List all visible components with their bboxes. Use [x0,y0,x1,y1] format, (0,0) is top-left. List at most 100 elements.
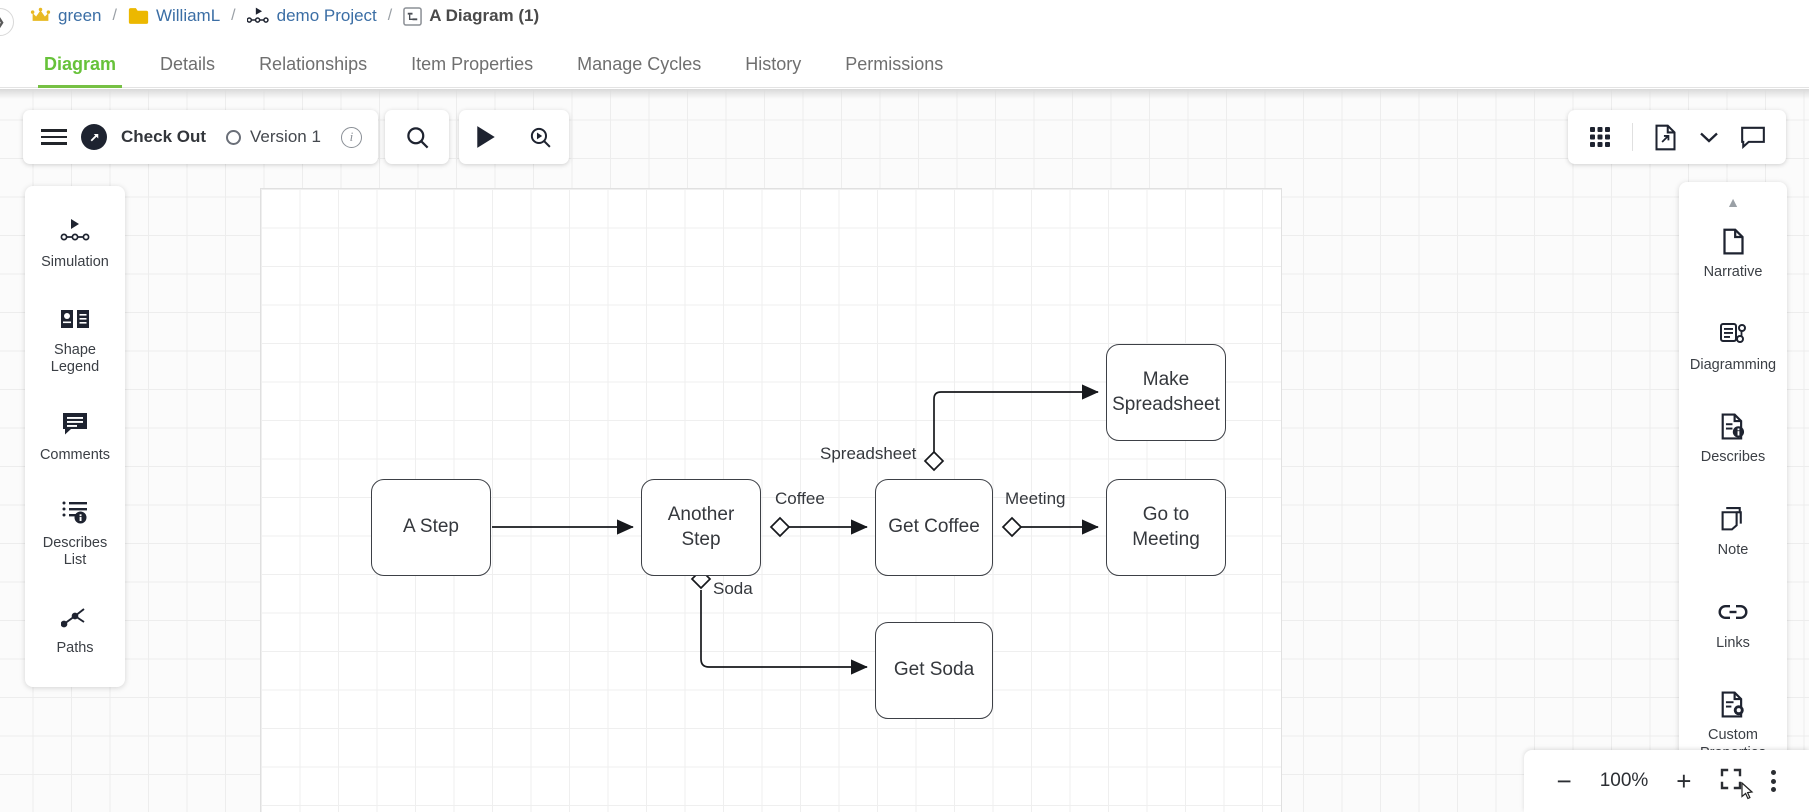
diagram-node-another-step[interactable]: Another Step [641,479,761,576]
version-label: Version 1 [250,127,321,146]
comment-bubble-icon[interactable] [1740,125,1766,149]
diagram-canvas[interactable]: A Step Another Step Get Coffee Make Spre… [0,89,1809,812]
checkout-arrow-icon[interactable] [81,124,107,150]
triangle-up-icon[interactable]: ▲ [1726,194,1740,210]
diagram-node-make-spreadsheet[interactable]: Make Spreadsheet [1106,344,1226,441]
panel-item-label: Narrative [1703,264,1763,280]
mouse-cursor-icon [1741,781,1754,804]
breadcrumb-label: green [58,6,102,25]
panel-item-diagramming[interactable]: Diagramming [1683,311,1783,384]
panel-item-comments[interactable]: Comments [31,401,119,474]
breadcrumb-separator: / [387,7,393,24]
panel-item-links[interactable]: Links [1683,589,1783,662]
breadcrumb: ❯ green / WilliamL / [0,0,539,36]
tab-relationships[interactable]: Relationships [259,54,368,74]
fit-screen-icon[interactable] [1719,767,1743,795]
project-flow-icon [246,7,270,26]
panel-item-label: Diagramming [1689,356,1777,373]
node-label: Go to Meeting [1132,504,1200,550]
sidebar-collapse-handle[interactable]: ❯ [0,8,14,36]
edge-label-soda[interactable]: Soda [713,579,753,598]
kebab-menu-icon[interactable] [1771,770,1777,792]
describes-list-icon [61,498,89,526]
tab-history[interactable]: History [745,54,802,74]
panel-item-label: Comments [39,447,111,464]
node-label: A Step [403,516,459,538]
folder-icon [128,7,149,25]
edge-label-spreadsheet[interactable]: Spreadsheet [820,444,917,463]
check-out-button[interactable]: Check Out [121,127,207,146]
breadcrumb-label: demo Project [276,6,377,25]
crown-icon [30,6,51,27]
right-tool-panel: ▲ Narrative Diagramming [1679,182,1787,812]
panel-item-label: Paths [56,640,94,657]
canvas-top-shadow [0,89,1809,99]
panel-item-note[interactable]: Note [1683,496,1783,569]
play-in-circle-icon[interactable] [528,125,553,150]
chevron-down-icon[interactable] [1698,130,1720,144]
left-tool-panel: Simulation Shape Legend [25,186,125,687]
breadcrumb-label: A Diagram (1) [429,6,540,25]
diagram-connectors [492,384,1099,675]
paths-share-icon [61,603,89,631]
tab-manage-cycles[interactable]: Manage Cycles [577,54,702,74]
zoom-out-button[interactable]: − [1556,766,1572,796]
breadcrumb-item-williaml[interactable]: WilliamL [128,6,220,26]
info-icon[interactable]: i [340,126,362,148]
panel-item-label: Links [1716,634,1750,651]
zoom-control-bar: − 100% + [1524,750,1809,812]
panel-item-shape-legend[interactable]: Shape Legend [31,296,119,386]
simulation-toolbar [459,110,569,164]
diagram-node-a-step[interactable]: A Step [371,479,491,576]
node-label: Make Spreadsheet [1112,369,1220,415]
tab-details[interactable]: Details [160,54,216,74]
hamburger-menu-icon[interactable] [41,129,67,145]
node-label: Another Step [667,504,735,550]
play-icon[interactable] [475,125,497,149]
document-export-icon[interactable] [1653,124,1678,151]
breadcrumb-separator: / [231,7,236,24]
breadcrumb-label: WilliamL [155,6,221,25]
node-label: Get Coffee [888,516,980,538]
panel-item-label: Describes [1700,449,1766,466]
toolbar-divider [1632,123,1633,151]
zoom-level-label[interactable]: 100% [1599,770,1649,791]
tab-bar: Diagram Details Relationships Item Prope… [0,36,1809,88]
grid-apps-icon[interactable] [1588,125,1612,149]
diagram-page-sheet [260,188,1282,812]
edge-label-meeting[interactable]: Meeting [1005,489,1066,508]
main-toolbar: Check Out Version 1 i [23,110,378,164]
node-label: Get Soda [893,659,975,681]
diagram-node-go-to-meeting[interactable]: Go to Meeting [1106,479,1226,576]
panel-item-describes[interactable]: Describes [1683,403,1783,476]
edge-label-coffee[interactable]: Coffee [775,489,825,508]
panel-item-describes-list[interactable]: Describes List [31,489,119,579]
panel-item-paths[interactable]: Paths [31,594,119,667]
tab-diagram[interactable]: Diagram [22,54,138,88]
chevron-right-icon: ❯ [0,14,5,30]
tab-permissions[interactable]: Permissions [845,54,944,74]
narrative-document-icon [1721,227,1746,255]
tab-item-properties[interactable]: Item Properties [411,54,534,74]
breadcrumb-separator: / [112,7,117,24]
zoom-in-button[interactable]: + [1676,766,1692,796]
version-selector[interactable]: Version 1 [226,127,321,147]
panel-item-label: Note [1717,542,1749,559]
shape-legend-book-icon [60,305,90,333]
search-icon[interactable] [404,124,431,151]
diagram-icon [403,6,423,26]
custom-properties-gear-icon [1720,690,1746,718]
view-toolbar [1568,110,1786,164]
panel-item-narrative[interactable]: Narrative [1683,218,1783,291]
breadcrumb-item-green[interactable]: green [30,6,101,27]
diagramming-icon [1719,320,1747,348]
diagram-node-get-coffee[interactable]: Get Coffee [875,479,993,576]
diagram-node-get-soda[interactable]: Get Soda [875,622,993,719]
simulation-play-icon [60,217,90,245]
note-stack-icon [1720,505,1747,533]
panel-item-simulation[interactable]: Simulation [31,208,119,281]
breadcrumb-item-a-diagram[interactable]: A Diagram (1) [403,6,539,26]
breadcrumb-item-demo-project[interactable]: demo Project [246,6,377,26]
comments-icon [61,410,89,438]
